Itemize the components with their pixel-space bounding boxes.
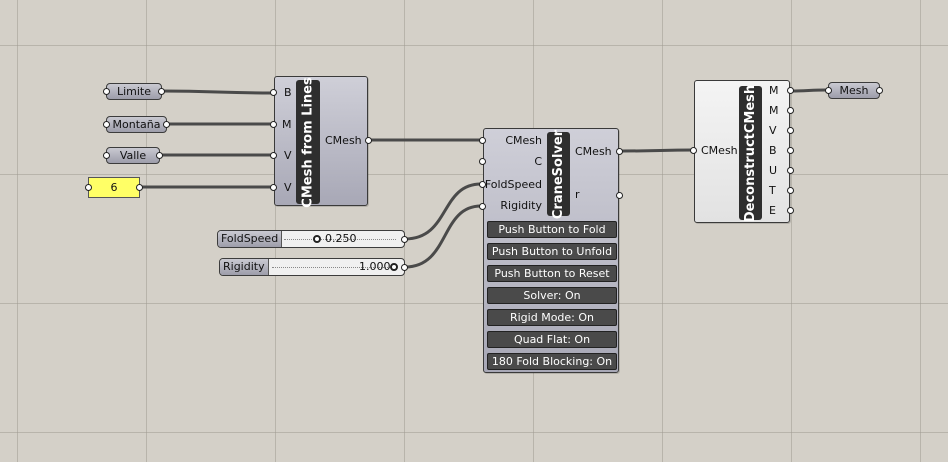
slider-foldspeed-track[interactable] <box>284 239 396 240</box>
toggle-rigid-mode[interactable]: Rigid Mode: On <box>487 309 617 326</box>
slider-rigidity-track[interactable] <box>272 267 390 268</box>
cmesh-from-lines-grip-v1[interactable] <box>270 152 277 159</box>
deconstruct-output-m1: M <box>769 84 779 97</box>
slider-rigidity-knob[interactable] <box>390 263 398 271</box>
deconstruct-title: DeconstructCMesh <box>739 84 762 222</box>
slider-foldspeed[interactable]: FoldSpeed 0.250 <box>217 230 405 248</box>
slider-foldspeed-output-grip[interactable] <box>401 236 408 243</box>
toggle-quad-flat[interactable]: Quad Flat: On <box>487 331 617 348</box>
param-montana-input-grip[interactable] <box>103 121 110 128</box>
push-button-reset[interactable]: Push Button to Reset <box>487 265 617 282</box>
deconstruct-output-b: B <box>769 144 777 157</box>
cmesh-from-lines-grip-v2[interactable] <box>270 184 277 191</box>
param-montana-output-grip[interactable] <box>163 121 170 128</box>
wire-deconstruct-to-mesh <box>790 88 827 93</box>
cmesh-from-lines-grip-m[interactable] <box>270 121 277 128</box>
crane-solver-grip-foldspeed[interactable] <box>479 181 486 188</box>
deconstruct-grip-v[interactable] <box>787 127 794 134</box>
cmesh-from-lines-grip-out[interactable] <box>365 137 372 144</box>
deconstruct-output-e: E <box>769 204 776 217</box>
cmesh-from-lines-title: CMesh from Lines <box>296 77 320 207</box>
deconstruct-grip-m1[interactable] <box>787 87 794 94</box>
crane-solver-input-rigidity: Rigidity <box>500 199 542 212</box>
slider-rigidity-output-grip[interactable] <box>401 264 408 271</box>
param-limite-output-grip[interactable] <box>158 88 165 95</box>
deconstruct-output-u: U <box>769 164 778 177</box>
deconstruct-grip-in[interactable] <box>690 147 697 154</box>
param-limite-input-grip[interactable] <box>103 88 110 95</box>
deconstruct-grip-b[interactable] <box>787 147 794 154</box>
toggle-solver[interactable]: Solver: On <box>487 287 617 304</box>
wire-foldspeed-to-solver <box>403 182 483 241</box>
param-mesh-label: Mesh <box>839 84 869 97</box>
deconstruct-grip-e[interactable] <box>787 207 794 214</box>
crane-solver-output-r: r <box>575 188 580 201</box>
param-valle-label: Valle <box>119 149 147 162</box>
crane-solver-grip-c[interactable] <box>479 158 486 165</box>
slider-foldspeed-name: FoldSpeed <box>218 231 283 247</box>
crane-solver-grip-out-r[interactable] <box>616 192 623 199</box>
param-mesh-output-grip[interactable] <box>876 87 883 94</box>
crane-solver-grip-rigidity[interactable] <box>479 203 486 210</box>
crane-solver-input-c: C <box>534 155 542 168</box>
panel-number[interactable]: 6 <box>88 177 140 198</box>
param-valle[interactable]: Valle <box>106 147 160 164</box>
slider-rigidity-name: Rigidity <box>220 259 269 275</box>
crane-solver-grip-cmesh[interactable] <box>479 137 486 144</box>
push-button-fold[interactable]: Push Button to Fold <box>487 221 617 238</box>
wire-rigidity-to-solver <box>403 204 483 269</box>
crane-solver-component[interactable]: CMesh C FoldSpeed Rigidity CraneSolver C… <box>483 128 619 373</box>
param-montana[interactable]: Montaña <box>106 116 167 133</box>
param-limite-label: Limite <box>116 85 152 98</box>
deconstruct-output-t: T <box>769 184 776 197</box>
param-mesh-input-grip[interactable] <box>825 87 832 94</box>
cmesh-from-lines-input-v2: V <box>284 181 292 194</box>
param-valle-output-grip[interactable] <box>156 152 163 159</box>
deconstruct-cmesh-component[interactable]: CMesh DeconstructCMesh M M V B U T E <box>694 80 790 223</box>
cmesh-from-lines-input-m: M <box>282 118 292 131</box>
crane-solver-output-cmesh: CMesh <box>575 145 612 158</box>
slider-foldspeed-value: 0.250 <box>325 232 357 245</box>
cmesh-from-lines-input-b: B <box>284 86 292 99</box>
toggle-180-fold-blocking[interactable]: 180 Fold Blocking: On <box>487 353 617 370</box>
deconstruct-grip-u[interactable] <box>787 167 794 174</box>
deconstruct-input-cmesh: CMesh <box>701 144 738 157</box>
wire-solver-to-deconstruct <box>620 148 696 153</box>
panel-output-grip[interactable] <box>136 184 143 191</box>
deconstruct-output-m2: M <box>769 104 779 117</box>
cmesh-from-lines-input-v1: V <box>284 149 292 162</box>
crane-solver-input-cmesh: CMesh <box>505 134 542 147</box>
deconstruct-grip-t[interactable] <box>787 187 794 194</box>
slider-rigidity-value: 1.000 <box>359 260 391 273</box>
param-valle-input-grip[interactable] <box>103 152 110 159</box>
panel-input-grip[interactable] <box>85 184 92 191</box>
deconstruct-output-v: V <box>769 124 777 137</box>
param-limite[interactable]: Limite <box>106 83 162 100</box>
cmesh-from-lines-output-label: CMesh <box>325 134 362 147</box>
wire-limite-to-b <box>160 89 274 95</box>
slider-rigidity[interactable]: Rigidity 1.000 <box>219 258 405 276</box>
slider-foldspeed-knob[interactable] <box>313 235 321 243</box>
push-button-unfold[interactable]: Push Button to Unfold <box>487 243 617 260</box>
crane-solver-title: CraneSolver <box>547 129 570 219</box>
cmesh-from-lines-grip-b[interactable] <box>270 89 277 96</box>
crane-solver-grip-out-cmesh[interactable] <box>616 148 623 155</box>
crane-solver-input-foldspeed: FoldSpeed <box>484 178 542 191</box>
param-montana-label: Montaña <box>112 118 161 131</box>
param-mesh[interactable]: Mesh <box>828 82 880 99</box>
deconstruct-grip-m2[interactable] <box>787 107 794 114</box>
cmesh-from-lines-component[interactable]: B M V V CMesh from Lines CMesh <box>274 76 368 207</box>
panel-number-value: 6 <box>110 181 118 194</box>
